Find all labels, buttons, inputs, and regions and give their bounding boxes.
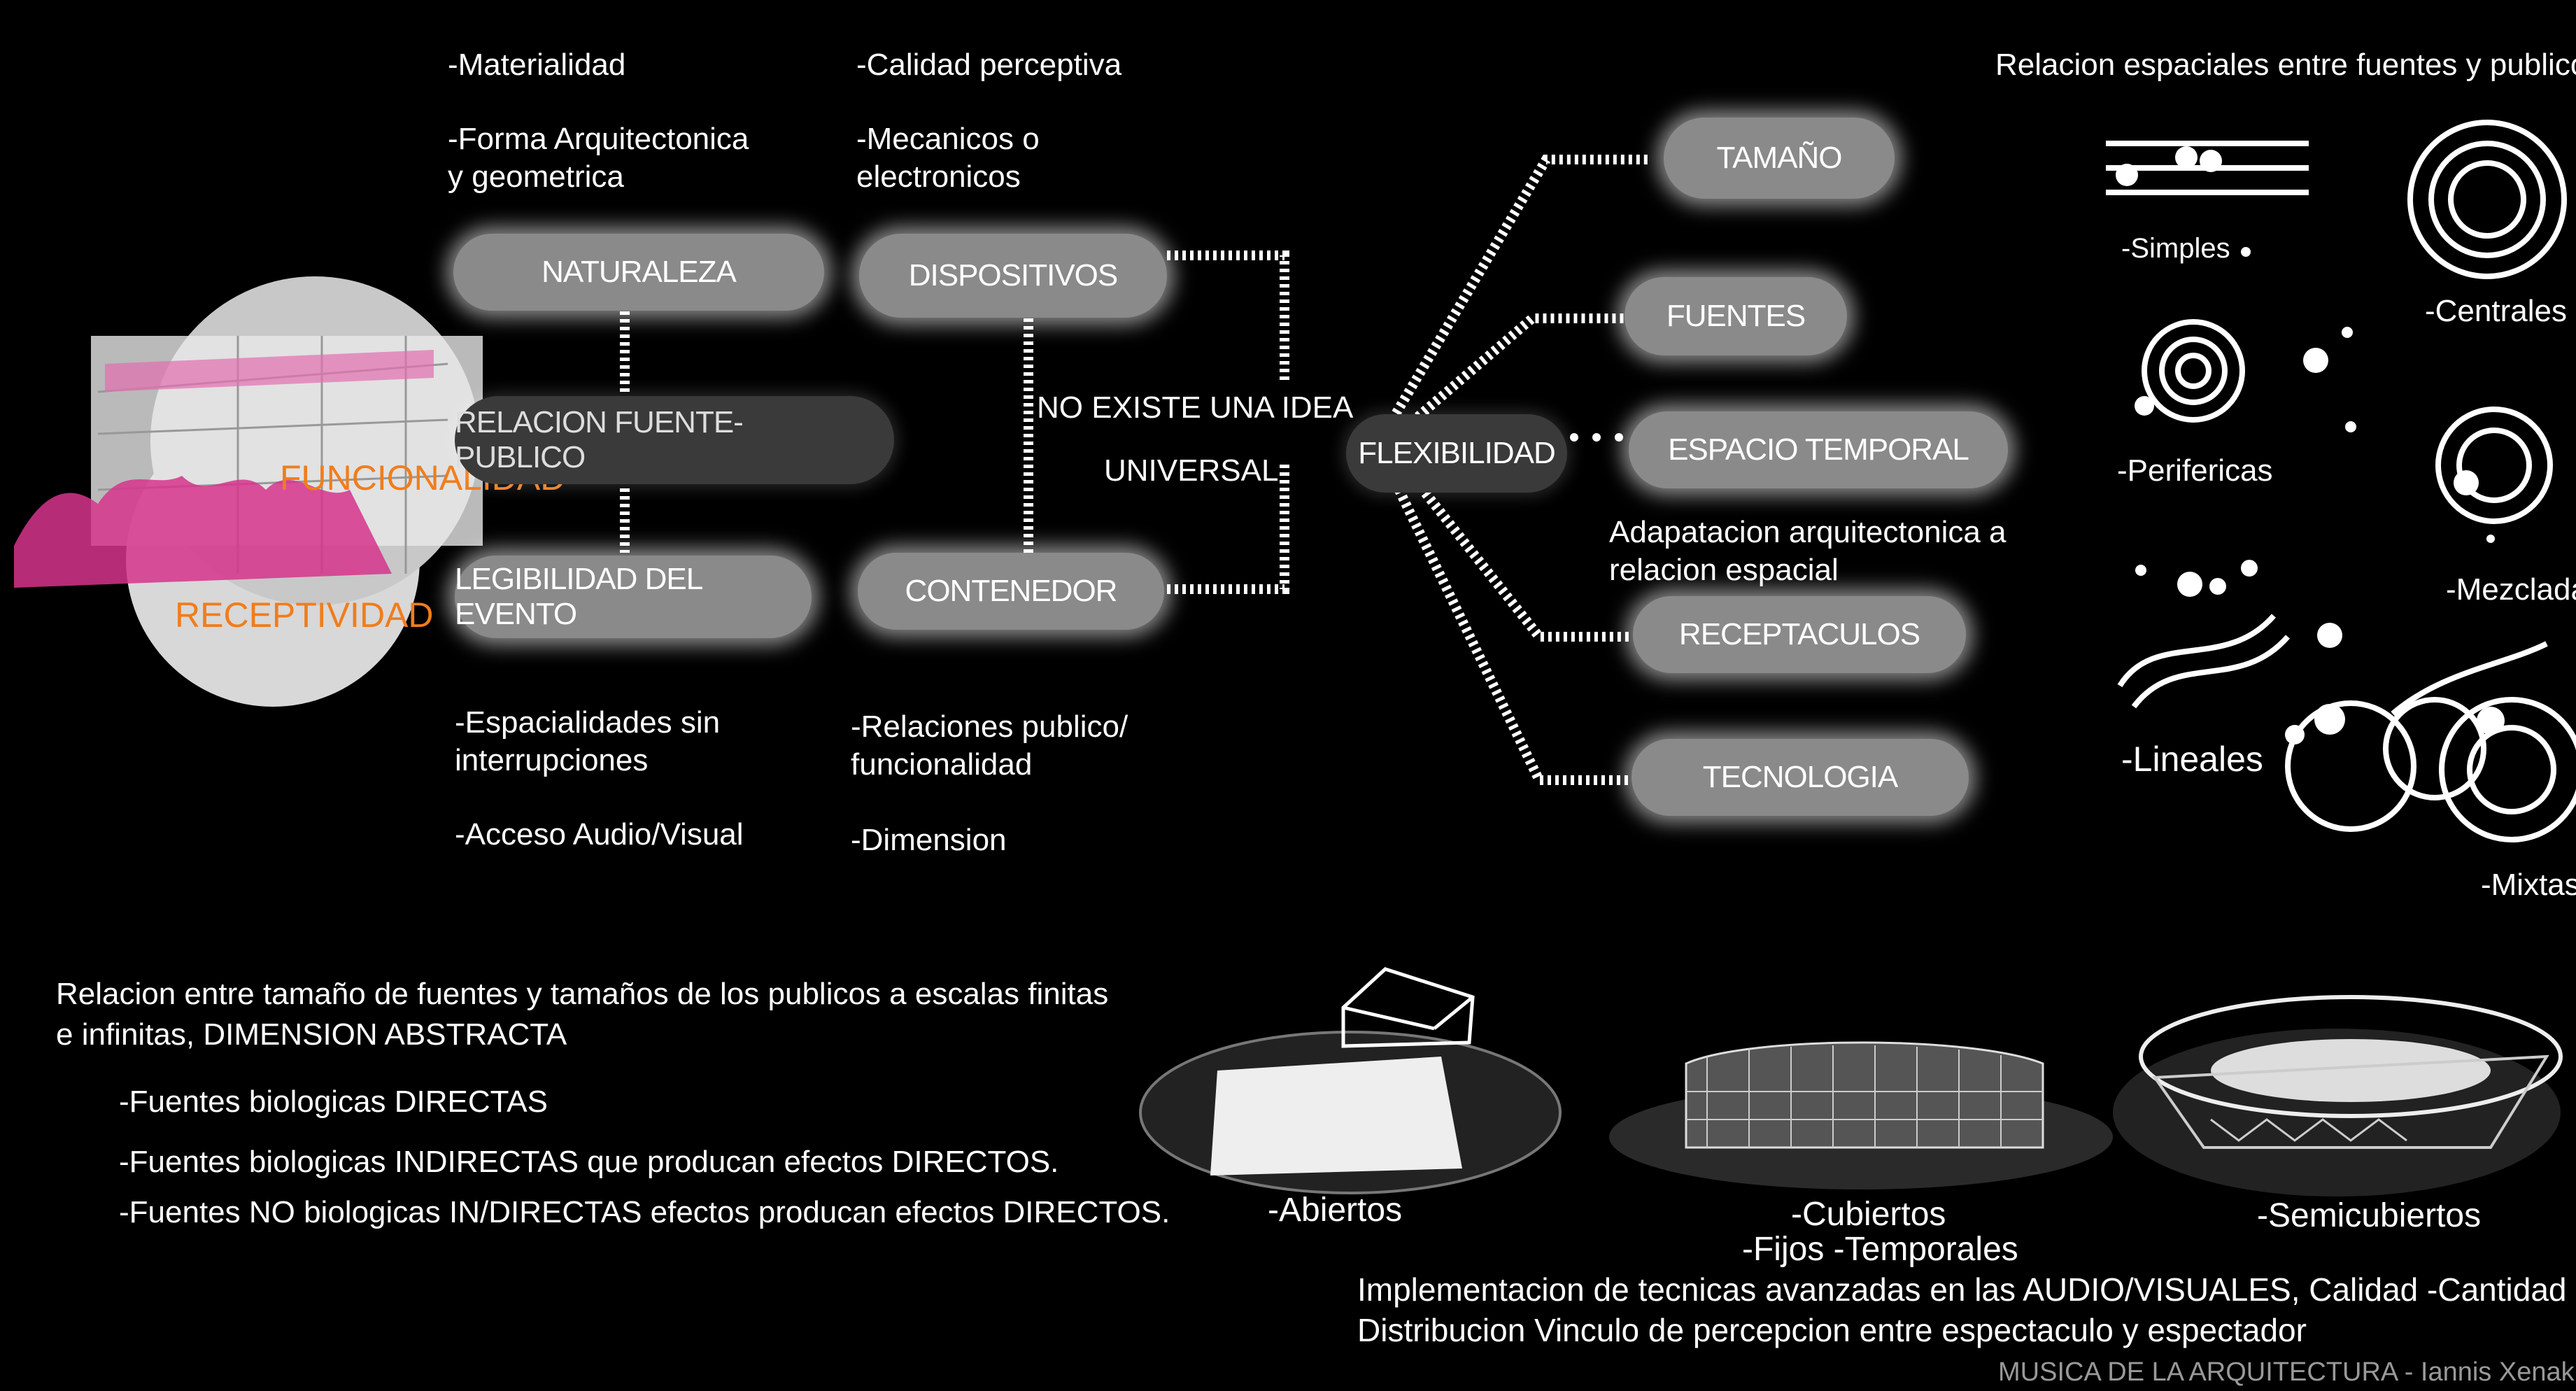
implementacion-line2: Distribucion Vinculo de percepcion entre… — [1357, 1312, 2307, 1348]
espacialidades-line2: interrupciones — [455, 743, 649, 777]
mezcladas-label: -Mezcladas — [2446, 572, 2576, 607]
relaciones-line2: funcionalidad — [851, 747, 1033, 782]
connector-bracket-top — [1167, 250, 1289, 383]
perifericas-label: -Perifericas — [2117, 453, 2273, 488]
implementacion-line1: Implementacion de tecnicas avanzadas en … — [1357, 1271, 2576, 1308]
connector-fuentes — [1403, 313, 1630, 431]
mecanicos-line2: electronicos — [856, 160, 1021, 194]
footer-credit: MUSICA DE LA ARQUITECTURA - Iannis Xenak… — [1998, 1357, 2576, 1387]
adaptacion-line2: relacion espacial — [1609, 553, 1839, 587]
calidad-text: -Calidad perceptiva — [856, 48, 1122, 82]
espacio-temporal-node: ESPACIO TEMPORAL — [1629, 411, 2008, 488]
contenedor-node: CONTENEDOR — [858, 553, 1164, 630]
espacialidades-line1: -Espacialidades sin — [455, 705, 721, 740]
relaciones-line1: -Relaciones publico/ — [851, 709, 1128, 744]
bullet-indirectas: -Fuentes biologicas INDIRECTAS que produ… — [119, 1145, 1059, 1179]
simples-label: -Simples — [2121, 233, 2230, 264]
legibilidad-node: LEGIBILIDAD DEL EVENTO — [455, 556, 812, 638]
venue-semicubiertos — [2113, 995, 2563, 1196]
semicubiertos-label: -Semicubiertos — [2257, 1197, 2482, 1234]
center-line1: NO EXISTE UNA IDEA — [1037, 390, 1354, 425]
receptividad-label: RECEPTIVIDAD — [175, 595, 434, 635]
crowd-shape — [14, 476, 392, 588]
cubiertos-label: -Cubiertos — [1791, 1196, 1946, 1233]
tecnologia-node: TECNOLOGIA — [1632, 739, 1969, 816]
right-title: Relacion espaciales entre fuentes y publ… — [1995, 48, 2576, 82]
relacion-fuente-publico-node: RELACION FUENTE-PUBLICO — [455, 396, 894, 484]
connector-tecnologia — [1387, 473, 1630, 785]
bullet-directas: -Fuentes biologicas DIRECTAS — [119, 1085, 548, 1119]
connector-tamano — [1387, 155, 1651, 423]
venue-cubiertos — [1609, 1041, 2113, 1189]
receptaculos-node: RECEPTACULOS — [1633, 596, 1966, 673]
naturaleza-node: NATURALEZA — [453, 234, 824, 311]
dimension-text: -Dimension — [851, 823, 1007, 857]
abstract-line2: e infinitas, DIMENSION ABSTRACTA — [56, 1017, 567, 1052]
dispositivos-node: DISPOSITIVOS — [859, 234, 1167, 318]
acceso-text: -Acceso Audio/Visual — [455, 817, 744, 852]
venue-abiertos — [1139, 967, 1562, 1194]
tamano-node: TAMAÑO — [1664, 118, 1895, 199]
centrales-label: -Centrales — [2425, 294, 2567, 328]
center-line2: UNIVERSAL — [1104, 453, 1279, 488]
fuentes-node: FUENTES — [1625, 277, 1847, 355]
connector-receptaculos — [1402, 465, 1630, 642]
concert-photo-group — [14, 276, 483, 707]
connector-bracket-bottom — [1167, 462, 1289, 594]
relation-symbols — [2106, 120, 2576, 842]
abiertos-label: -Abiertos — [1268, 1192, 1403, 1229]
fijos-temporales-label: -Fijos -Temporales — [1742, 1231, 2018, 1268]
forma-line1: -Forma Arquitectonica — [448, 122, 749, 156]
lineales-label: -Lineales — [2121, 740, 2263, 779]
materialidad-text: -Materialidad — [448, 48, 626, 82]
flexibilidad-node: FLEXIBILIDAD — [1346, 414, 1567, 493]
mixtas-label: -Mixtas — [2481, 868, 2576, 902]
abstract-line1: Relacion entre tamaño de fuentes y tamañ… — [56, 977, 1109, 1011]
mecanicos-line1: -Mecanicos o — [856, 122, 1040, 156]
bullet-no-biologicas: -Fuentes NO biologicas IN/DIRECTAS efect… — [119, 1195, 1170, 1229]
adaptacion-line1: Adapatacion arquitectonica a — [1609, 515, 2007, 549]
forma-line2: y geometrica — [448, 160, 624, 194]
